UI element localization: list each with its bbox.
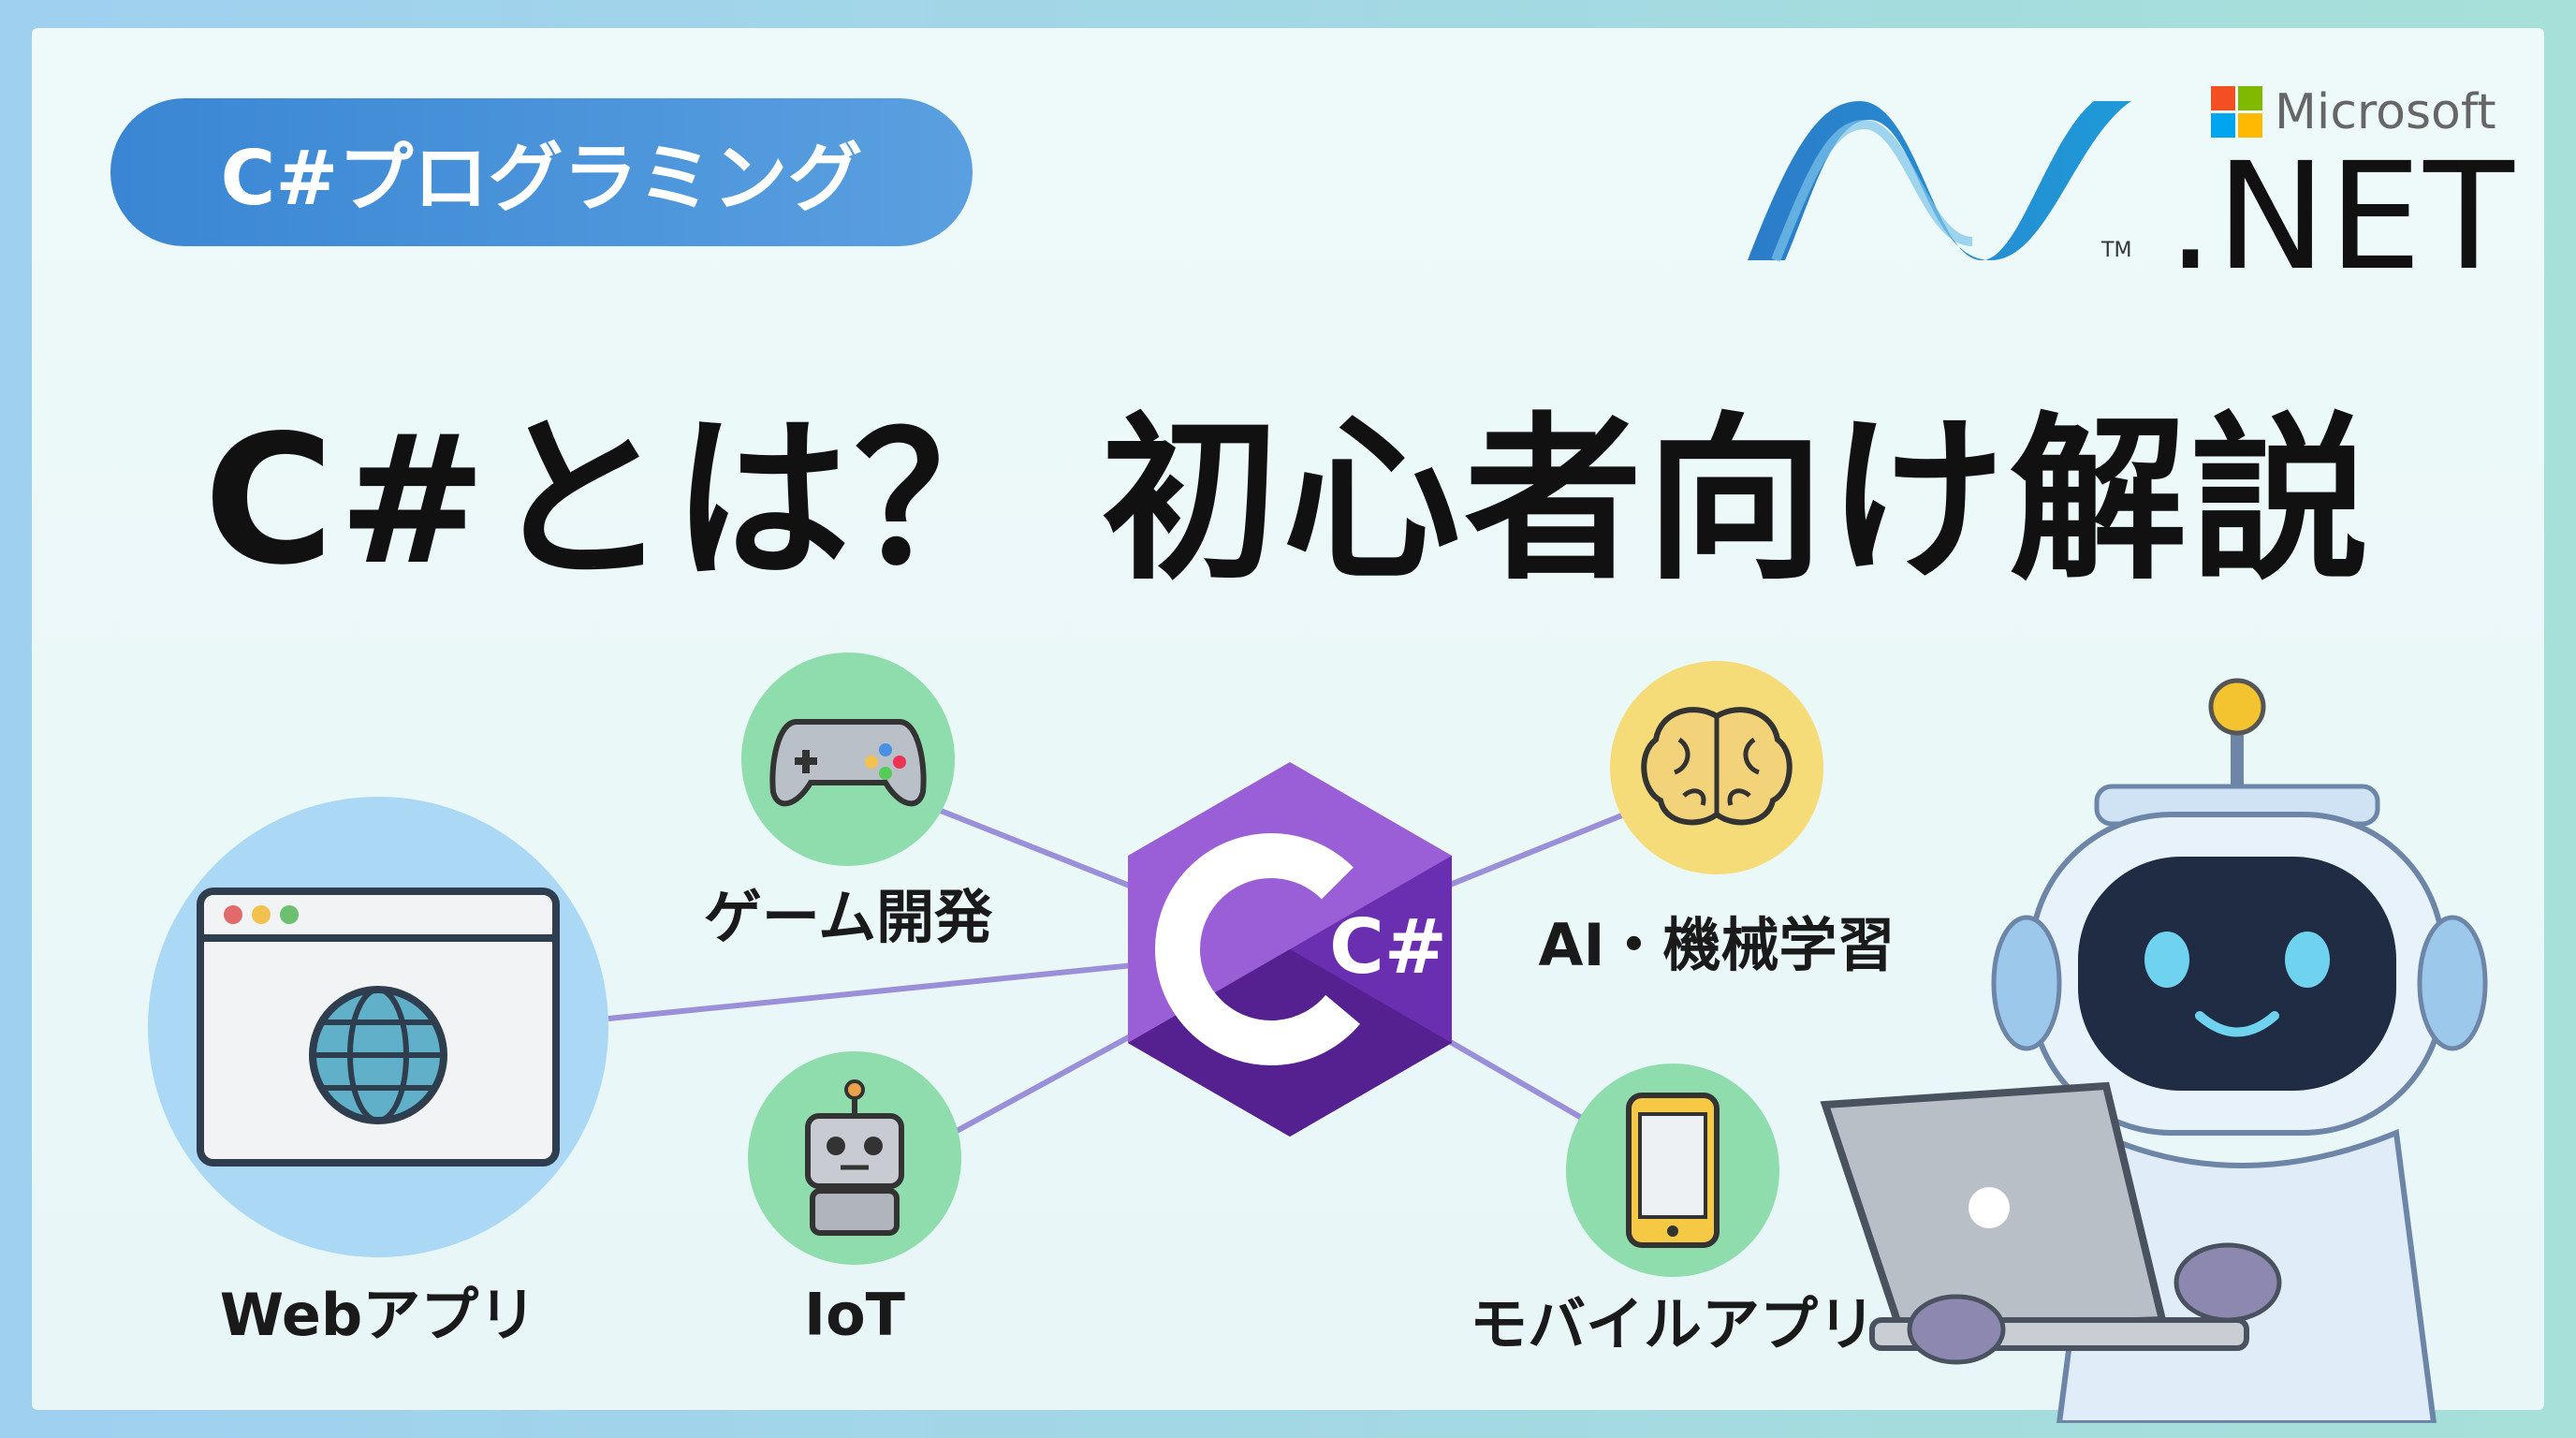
robot-icon — [805, 1079, 904, 1236]
topic-game — [741, 653, 955, 866]
microsoft-wordmark: Microsoft — [2275, 84, 2496, 140]
topic-iot — [748, 1051, 961, 1265]
topic-ai — [1610, 661, 1823, 874]
gamepad-icon — [769, 719, 927, 807]
topic-label-ai: AI・機械学習 — [1538, 911, 1895, 979]
dotnet-wordmark: .NET — [2167, 131, 2516, 303]
robot-mascot-illustration — [1820, 678, 2488, 1423]
topic-mobile — [1566, 1064, 1779, 1277]
topic-web — [148, 797, 608, 1257]
topic-label-mobile: モバイルアプリ — [1469, 1290, 1877, 1358]
topic-label-iot: IoT — [804, 1280, 905, 1349]
trademark: TM — [2101, 239, 2132, 262]
topic-label-web: Webアプリ — [219, 1281, 537, 1349]
brain-icon — [1641, 707, 1793, 826]
csharp-logo-icon: C# — [1128, 762, 1452, 1137]
dotnet-wave-icon — [1748, 101, 2131, 262]
csharp-label: C# — [1329, 903, 1447, 990]
category-badge: C#プログラミング — [110, 98, 973, 246]
microsoft-logo-icon — [2211, 86, 2262, 138]
topic-label-game: ゲーム開発 — [703, 883, 993, 951]
page-title: C#とは？ 初心者向け解説 — [203, 397, 2373, 604]
browser-globe-icon — [197, 888, 560, 1167]
smartphone-icon — [1626, 1093, 1720, 1248]
